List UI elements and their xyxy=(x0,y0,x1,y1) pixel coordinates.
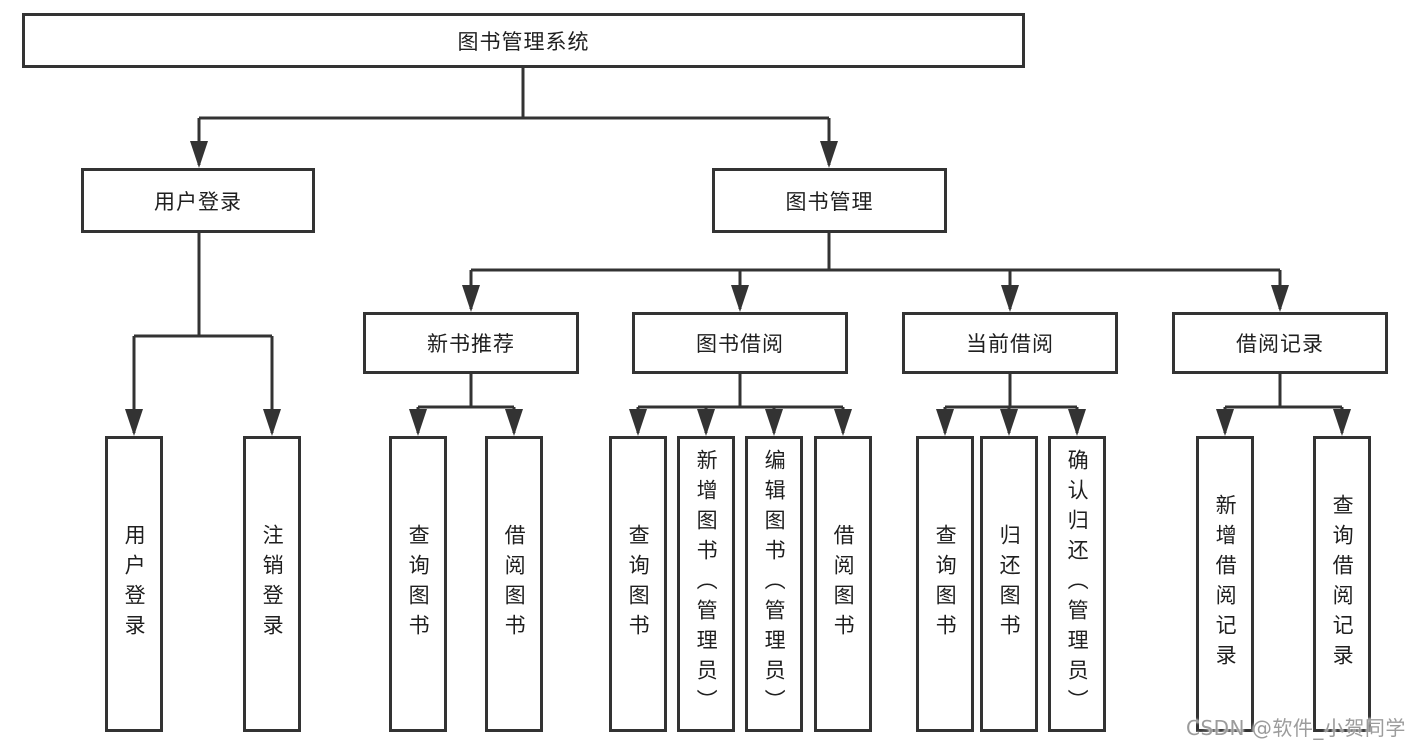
leaf-borrowing-query-books-label: 查询图书 xyxy=(626,524,651,644)
node-book-management-label: 图书管理 xyxy=(785,189,874,214)
leaf-current-query-books-label: 查询图书 xyxy=(933,524,958,644)
leaf-recommend-borrow-books: 借阅图书 xyxy=(485,436,543,732)
leaf-edit-books-admin: 编辑图书（管理员） xyxy=(745,436,803,732)
leaf-confirm-return-admin: 确认归还（管理员） xyxy=(1048,436,1106,732)
leaf-logout: 注销登录 xyxy=(243,436,301,732)
leaf-add-books-admin: 新增图书（管理员） xyxy=(677,436,735,732)
node-book-borrowing: 图书借阅 xyxy=(632,312,848,374)
node-borrowing-records: 借阅记录 xyxy=(1172,312,1388,374)
connector-root-to-level2 xyxy=(197,68,831,165)
leaf-recommend-query-books-label: 查询图书 xyxy=(406,524,431,644)
node-new-book-recommendation: 新书推荐 xyxy=(363,312,579,374)
connector-borrowing-records-branch xyxy=(1223,374,1344,433)
leaf-return-books-label: 归还图书 xyxy=(997,524,1022,644)
arrowhead-icons xyxy=(125,141,1351,436)
leaf-borrowing-borrow-books-label: 借阅图书 xyxy=(831,524,856,644)
node-user-login-label: 用户登录 xyxy=(154,189,242,214)
node-current-borrowing-label: 当前借阅 xyxy=(966,332,1054,356)
leaf-user-login: 用户登录 xyxy=(105,436,163,732)
node-new-book-recommendation-label: 新书推荐 xyxy=(427,332,515,356)
watermark-text: CSDN @软件_小贺同学 xyxy=(1186,716,1405,740)
leaf-recommend-query-books: 查询图书 xyxy=(389,436,447,732)
leaf-edit-books-admin-label: 编辑图书（管理员） xyxy=(762,449,787,719)
node-user-login: 用户登录 xyxy=(81,168,315,233)
node-root: 图书管理系统 xyxy=(22,13,1025,68)
leaf-add-books-admin-label: 新增图书（管理员） xyxy=(694,449,719,719)
node-book-management: 图书管理 xyxy=(712,168,947,233)
connector-book-borrowing-branch xyxy=(636,374,845,433)
leaf-logout-label: 注销登录 xyxy=(260,524,285,644)
node-borrowing-records-label: 借阅记录 xyxy=(1236,332,1324,356)
connector-line-segments xyxy=(132,68,1344,433)
connector-new-book-branch xyxy=(416,374,516,433)
connector-book-management-branch xyxy=(469,233,1282,309)
node-book-borrowing-label: 图书借阅 xyxy=(696,332,784,356)
leaf-confirm-return-admin-label: 确认归还（管理员） xyxy=(1065,449,1090,719)
node-root-label: 图书管理系统 xyxy=(457,29,590,54)
leaf-user-login-label: 用户登录 xyxy=(122,524,147,644)
leaf-recommend-borrow-books-label: 借阅图书 xyxy=(502,524,527,644)
leaf-borrowing-query-books: 查询图书 xyxy=(609,436,667,732)
connector-user-login-branch xyxy=(132,233,274,433)
node-current-borrowing: 当前借阅 xyxy=(902,312,1118,374)
leaf-query-borrow-record: 查询借阅记录 xyxy=(1313,436,1371,732)
leaf-query-borrow-record-label: 查询借阅记录 xyxy=(1330,494,1355,674)
leaf-borrowing-borrow-books: 借阅图书 xyxy=(814,436,872,732)
leaf-add-borrow-record: 新增借阅记录 xyxy=(1196,436,1254,732)
leaf-current-query-books: 查询图书 xyxy=(916,436,974,732)
leaf-add-borrow-record-label: 新增借阅记录 xyxy=(1213,494,1238,674)
leaf-return-books: 归还图书 xyxy=(980,436,1038,732)
